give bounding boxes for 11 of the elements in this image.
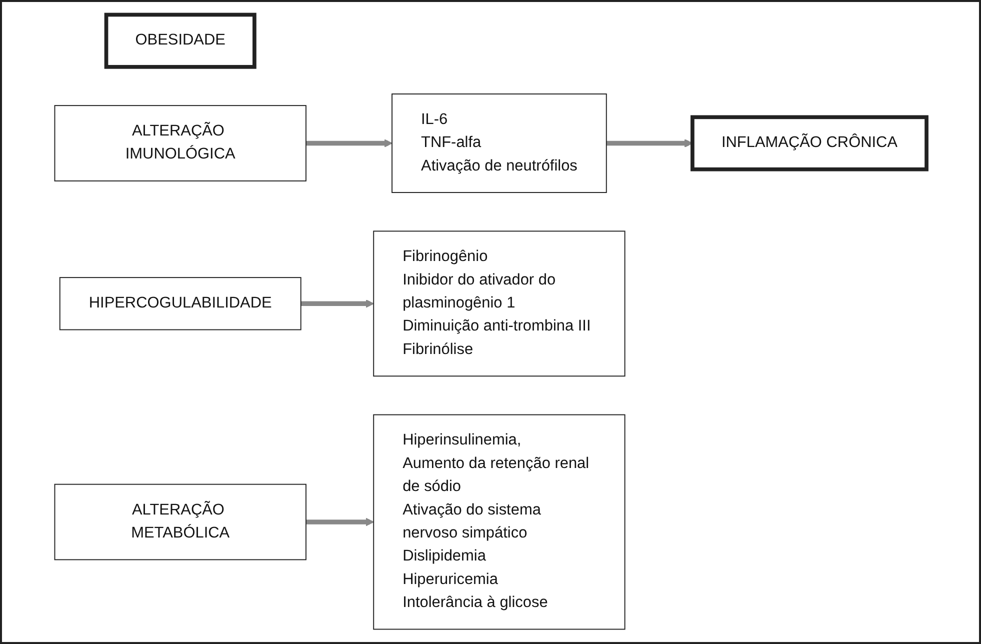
node-box: HIPERCOGULABILIDADE <box>59 277 302 330</box>
node-box: ALTERAÇÃO IMUNOLÓGICA <box>54 105 306 182</box>
node-box: ALTERAÇÃO METABÓLICA <box>54 484 306 560</box>
node-box: IL-6 TNF-alfa Ativação de neutrófilos <box>391 93 607 193</box>
node-box: Hiperinsulinemia, Aumento da retenção renal de sódio Ativação do sistema nervoso simpático Dislipidemia Hiperuricemia Intolerância à glicose <box>372 414 626 630</box>
arrow <box>306 518 374 526</box>
node-box: Fibrinogênio Inibidor do ativador do plasminogênio 1 Diminuição anti-trombina III Fibrinólise <box>372 230 626 377</box>
node-box: INFLAMAÇÃO CRÔNICA <box>690 115 928 172</box>
arrow <box>306 139 392 148</box>
node-box: OBESIDADE <box>104 12 256 69</box>
arrow <box>300 299 374 308</box>
